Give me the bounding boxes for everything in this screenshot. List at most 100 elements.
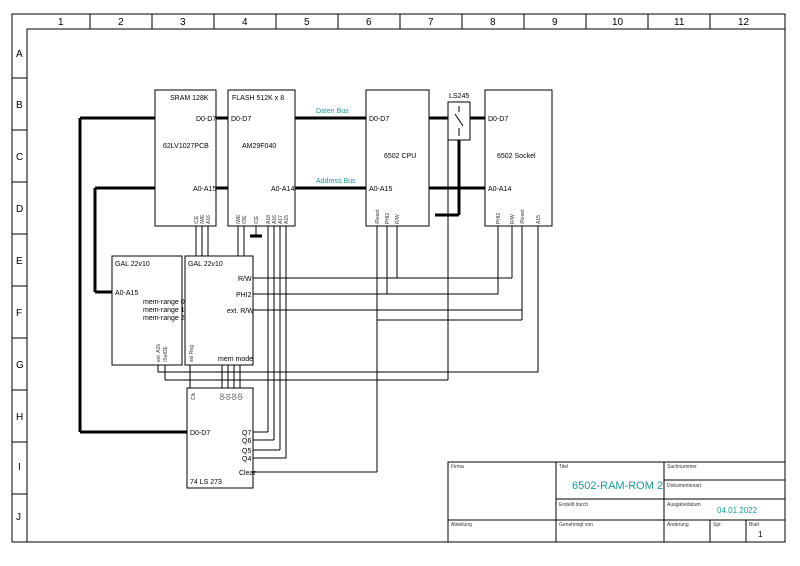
tb-dokumentenart-label: Dokumentenart [667, 483, 702, 489]
gal1-out-1: mem-range 1 [143, 307, 185, 314]
row-label-c: C [16, 152, 23, 163]
flash-title: FLASH 512K x 8 [232, 95, 284, 102]
sram-data-pin: D0-D7 [196, 116, 216, 123]
latch-pin-q3: Q3 [238, 393, 244, 400]
title-block: Firma Titel 6502-RAM-ROM 2 Sachnummer Do… [447, 461, 786, 543]
gal1-title: GAL 22v10 [115, 261, 150, 268]
sram-addr-pin: A0-A15 [193, 186, 216, 193]
latch-pin-clk: Clk [191, 392, 197, 400]
column-ruler: 1 2 3 4 5 6 7 8 9 10 11 12 [58, 14, 750, 29]
cpu-pin-reset: /Reset [375, 209, 381, 224]
row-label-f: F [16, 308, 22, 319]
gal1-pin-seloe: /SelOE [163, 345, 169, 362]
gal2-title: GAL 22v10 [188, 261, 223, 268]
gal2-in-ext-rw: ext. R/W [227, 308, 254, 315]
signal-wires [157, 140, 539, 473]
row-label-d: D [16, 204, 23, 215]
col-label-12: 12 [738, 17, 750, 28]
row-ruler: A B C D E F G H I J [12, 49, 27, 523]
flash-pin-oe: /OE [242, 215, 248, 224]
latch-title: 74 LS 273 [190, 479, 222, 486]
row-label-g: G [16, 360, 24, 371]
row-label-j: J [16, 512, 21, 523]
col-label-11: 11 [674, 17, 685, 28]
latch-pin-q0: Q0 [220, 393, 226, 400]
row-label-a: A [16, 49, 23, 60]
socket-data-pin: D0-D7 [488, 116, 508, 123]
flash-part: AM29F040 [242, 143, 276, 150]
socket-pin-reset: /Reset [520, 209, 526, 224]
latch-pin-q1: Q1 [226, 393, 232, 400]
flash-pin-a16: A16 [272, 215, 278, 224]
flash-pin-ce: /CE [254, 215, 260, 224]
tb-genehmigt-label: Genehmigt von [559, 522, 593, 528]
tb-blatt-label: Blatt [749, 522, 760, 528]
tb-sachnummer-label: Sachnummer [667, 464, 697, 470]
col-label-6: 6 [366, 17, 372, 28]
ls245-buffer: LS245 [447, 93, 471, 141]
gal2-in-phi2: PHI2 [236, 292, 252, 299]
gal1-pin-ext-a15: ext. A15 [156, 344, 162, 362]
tb-doc-title: 6502-RAM-ROM 2 [572, 480, 663, 492]
latch-pin-q4: Q4 [242, 456, 251, 463]
sram-pin-a16: A16 [206, 215, 212, 224]
cpu-addr-pin: A0-A15 [369, 186, 392, 193]
col-label-4: 4 [242, 17, 248, 28]
tb-aenderung-label: Änderung [667, 521, 689, 528]
socket-pin-phi2: PHI2 [496, 213, 502, 224]
col-label-2: 2 [118, 17, 124, 28]
data-bus-label: Daten Bus [316, 108, 349, 115]
socket-pin-a15: A15 [536, 215, 542, 224]
gal2-in-rw: R/W [238, 276, 252, 283]
col-label-8: 8 [490, 17, 496, 28]
col-label-5: 5 [304, 17, 310, 28]
gal1-out-2: mem-range 2 [143, 315, 185, 322]
flash-chip: FLASH 512K x 8 AM29F040 D0-D7 A0-A14 /WE… [227, 89, 296, 227]
gal1-out-0: mem-range 0 [143, 299, 185, 306]
cpu-title: 6502 CPU [384, 153, 416, 160]
cpu-chip: 6502 CPU D0-D7 A0-A15 /Reset PHI2 R/W [365, 89, 430, 227]
gal2-pin-mem-mode: mem mode [218, 356, 253, 363]
row-label-e: E [16, 256, 23, 267]
tb-sprache-label: Spr. [713, 522, 722, 528]
cpu-pin-rw: R/W [395, 214, 401, 224]
socket-pin-rw: R/W [510, 214, 516, 224]
tb-abteilung-label: Abteilung [451, 522, 472, 528]
flash-pin-we: /WE [236, 214, 242, 224]
tb-erstellt-label: Erstellt durch [559, 502, 588, 508]
latch-pin-q7: Q7 [242, 430, 251, 437]
socket-6502: 6502 Sockel D0-D7 A0-A14 PHI2 R/W /Reset… [484, 89, 553, 227]
row-label-i: I [18, 462, 21, 473]
latch-pin-q2: Q2 [232, 393, 238, 400]
gal-1: GAL 22v10 A0-A15 mem-range 0 mem-range 1… [111, 255, 185, 366]
flash-data-pin: D0-D7 [231, 116, 251, 123]
flash-pin-a18: A18 [266, 215, 272, 224]
col-label-3: 3 [180, 17, 186, 28]
gal1-addr-pin: A0-A15 [115, 290, 138, 297]
row-label-h: H [16, 412, 23, 423]
sram-pin-we: /WE [200, 214, 206, 224]
cpu-pin-phi2: PHI2 [385, 213, 391, 224]
col-label-10: 10 [612, 17, 624, 28]
gal2-pin-sel-reg: sel Reg [189, 345, 195, 362]
tb-date: 04.01.2022 [717, 506, 758, 515]
col-label-7: 7 [428, 17, 434, 28]
sram-part: 62LV1027PCB [163, 143, 209, 150]
bus-wires [78, 116, 485, 434]
col-label-1: 1 [58, 17, 64, 28]
latch-pin-q5: Q5 [242, 448, 251, 455]
tb-firma-label: Firma [451, 464, 464, 470]
flash-pin-a17: A17 [278, 215, 284, 224]
sram-pin-ce: /CE [194, 215, 200, 224]
col-label-9: 9 [552, 17, 558, 28]
flash-addr-pin: A0-A14 [271, 186, 294, 193]
latch-pin-clear: Clear [239, 470, 256, 477]
socket-addr-pin: A0-A14 [488, 186, 511, 193]
socket-title: 6502 Sockel [497, 153, 536, 160]
latch-data-pin: D0-D7 [190, 430, 210, 437]
flash-pin-a15: A15 [284, 215, 290, 224]
ls245-title: LS245 [449, 93, 469, 100]
sram-title: SRAM 128K [170, 95, 209, 102]
row-label-b: B [16, 100, 23, 111]
